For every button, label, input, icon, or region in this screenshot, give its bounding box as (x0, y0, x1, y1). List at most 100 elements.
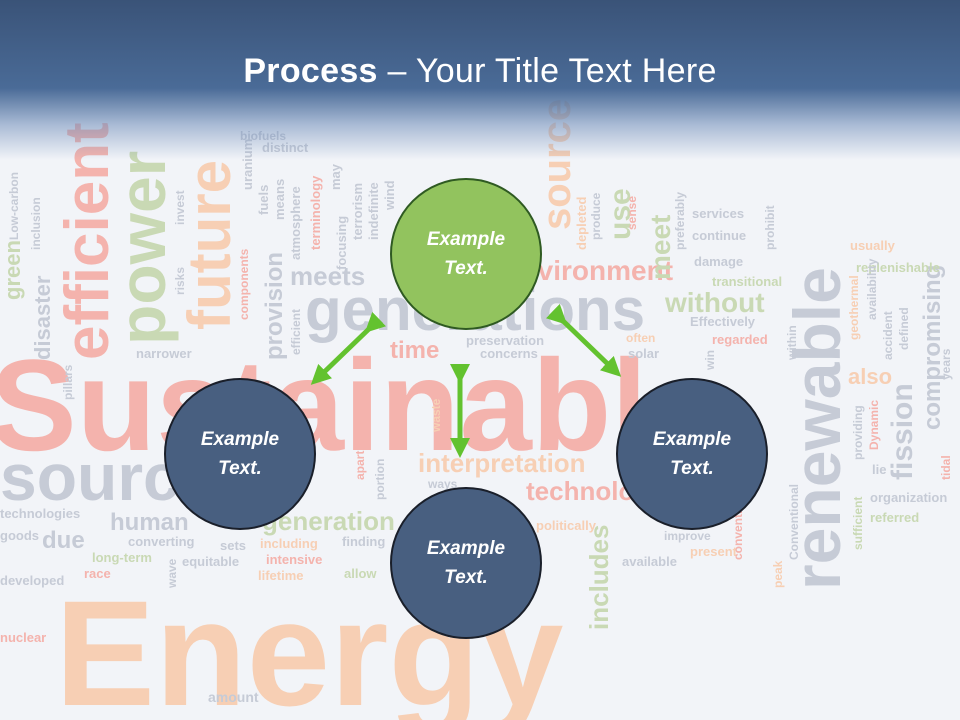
background-word: years (939, 348, 953, 380)
node-bottom-text: Example Text. (426, 538, 506, 588)
background-word: providing (851, 405, 865, 460)
background-word: transitional (712, 274, 782, 289)
background-word: technologies (0, 506, 80, 521)
background-word: amount (208, 689, 259, 705)
background-word: provision (261, 252, 288, 360)
process-node-top[interactable]: Example Text. (390, 178, 542, 330)
background-word: including (260, 536, 318, 551)
background-word: services (692, 206, 744, 221)
title-rest-part: – Your Title Text Here (377, 52, 717, 90)
process-node-left[interactable]: Example Text. (164, 378, 316, 530)
background-word: green (0, 240, 25, 300)
background-word: compromising (919, 265, 946, 430)
arrow-top-right (545, 303, 622, 377)
background-word: continue (692, 228, 746, 243)
title-bold-part: Process (243, 52, 378, 90)
background-word: inclusion (29, 197, 43, 250)
background-word: equitable (182, 554, 239, 569)
background-word: indefinite (366, 182, 381, 240)
background-word: win (703, 350, 717, 371)
background-word: concerns (480, 346, 538, 361)
background-word: sufficient (851, 497, 865, 550)
background-word: geothermal (847, 275, 861, 340)
background-word: Conventional (787, 484, 801, 560)
background-word: finding (342, 534, 385, 549)
background-word: sets (220, 538, 246, 553)
background-word: peak (771, 560, 785, 588)
background-word: invest (173, 190, 187, 225)
background-word: also (848, 364, 892, 389)
background-word: risks (173, 267, 187, 295)
background-word: regarded (712, 332, 768, 347)
background-word: availability (865, 258, 879, 320)
background-word: meets (290, 261, 365, 291)
background-word: improve (664, 529, 711, 543)
background-word: renewable (780, 267, 854, 590)
background-word: may (328, 163, 343, 190)
background-word: available (622, 554, 677, 569)
background-word: atmosphere (288, 186, 303, 260)
process-node-right[interactable]: Example Text. (616, 378, 768, 530)
background-word: long-term (92, 550, 152, 565)
slide-title: Process – Your Title Text Here (0, 52, 960, 91)
background-word: usually (850, 238, 896, 253)
background-word: due (42, 527, 85, 554)
background-word: developed (0, 573, 64, 588)
background-word: produce (589, 192, 603, 240)
background-word: lifetime (258, 568, 304, 583)
background-word: fission (886, 383, 919, 480)
process-node-bottom[interactable]: Example Text. (390, 487, 542, 639)
background-word: waste (429, 398, 443, 433)
background-word: interpretation (418, 448, 586, 478)
background-word: time (390, 337, 439, 364)
background-word: terminology (308, 175, 323, 250)
background-word: tidal (939, 455, 953, 480)
background-word: defined (897, 307, 911, 350)
background-word: includes (584, 525, 614, 630)
node-right-text: Example Text. (652, 429, 732, 479)
background-word: depleted (574, 196, 589, 250)
background-word: organization (870, 490, 947, 505)
background-word: nuclear (0, 630, 46, 645)
background-word: means (272, 179, 287, 220)
background-word: fuels (256, 185, 271, 215)
node-left-text: Example Text. (200, 429, 280, 479)
background-word: disaster (30, 275, 55, 360)
background-word: race (84, 566, 111, 581)
background-word: politically (536, 518, 597, 533)
background-word: within (785, 325, 799, 361)
background-word: human (110, 509, 189, 536)
background-word: without (664, 287, 765, 318)
background-word: sense (625, 196, 639, 230)
background-word: preservation (466, 333, 544, 348)
header-band (0, 0, 960, 160)
background-word: Dynamic (867, 400, 881, 450)
background-word: apart (353, 451, 367, 480)
background-word: terrorism (350, 183, 365, 240)
background-word: converting (128, 534, 195, 549)
background-word: Low-carbon (7, 172, 21, 240)
background-word: portion (373, 459, 387, 500)
background-word: Effectively (690, 314, 756, 329)
background-word: intensive (266, 552, 322, 567)
arrow-top-left (310, 311, 387, 385)
background-word: power (105, 151, 179, 345)
background-word: accident (881, 311, 895, 360)
background-word: wave (165, 558, 179, 589)
background-word: meet (645, 215, 676, 280)
background-word: allow (344, 566, 377, 581)
background-word: present (690, 544, 738, 559)
background-word: solar (628, 346, 659, 361)
background-word: often (626, 331, 655, 345)
node-top-text: Example Text. (426, 229, 506, 279)
background-word: focusing (334, 216, 349, 270)
background-word: wind (382, 180, 397, 211)
background-word: future (176, 160, 243, 330)
background-word: replenishable (856, 260, 940, 275)
background-word: damage (694, 254, 743, 269)
background-word: efficient (53, 122, 122, 360)
background-word: lie (872, 462, 886, 477)
background-word: pillars (61, 364, 75, 400)
